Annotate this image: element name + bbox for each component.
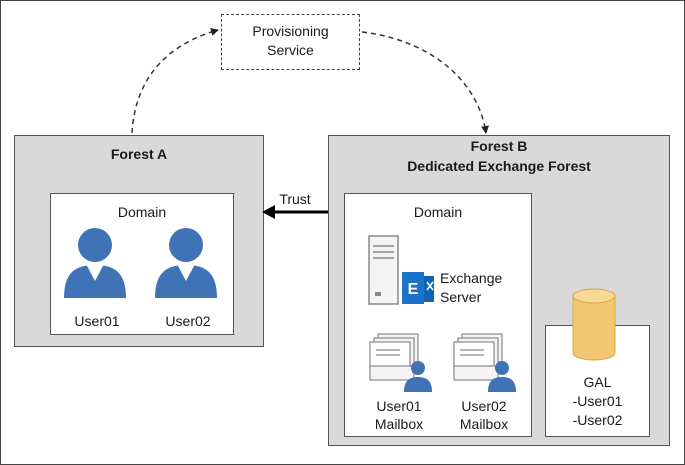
trust-label: Trust bbox=[279, 191, 311, 207]
provisioning-service-label-line1: Provisioning bbox=[252, 23, 329, 39]
forest-b-title-line1: Forest B bbox=[470, 138, 528, 154]
exchange-server-label-line1: Exchange bbox=[440, 270, 503, 286]
mailbox-user01-label-line2: Mailbox bbox=[374, 416, 424, 432]
gal-label: GAL bbox=[583, 374, 612, 390]
mailbox-user02-label-line2: Mailbox bbox=[459, 416, 509, 432]
exchange-server-label-line2: Server bbox=[440, 289, 482, 305]
forest-b-domain-label: Domain bbox=[413, 204, 463, 220]
forest-a-user02-label: User02 bbox=[165, 313, 211, 329]
forest-b-title-line2: Dedicated Exchange Forest bbox=[407, 158, 591, 174]
forest-a-title: Forest A bbox=[110, 146, 168, 162]
provisioning-service-box bbox=[221, 14, 360, 70]
gal-user01: -User01 bbox=[572, 393, 623, 409]
forest-a-domain-label: Domain bbox=[117, 204, 167, 220]
forest-a-domain-box bbox=[50, 193, 234, 335]
provisioning-service-label-line2: Service bbox=[267, 42, 314, 58]
mailbox-user01-label-line1: User01 bbox=[376, 398, 422, 414]
gal-user02: -User02 bbox=[572, 412, 623, 428]
mailbox-user02-label-line1: User02 bbox=[461, 398, 507, 414]
forest-b-domain-box bbox=[344, 193, 532, 437]
forest-a-user01-label: User01 bbox=[74, 313, 120, 329]
